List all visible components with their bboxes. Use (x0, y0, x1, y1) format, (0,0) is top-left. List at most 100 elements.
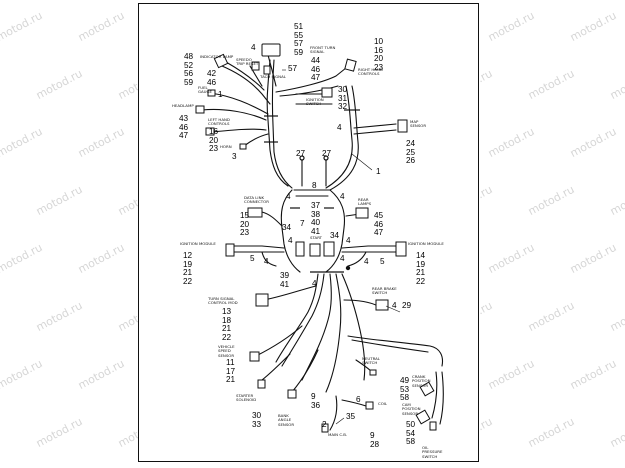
callout-top-four: 4 (251, 43, 256, 52)
leader-line (351, 153, 373, 171)
label-tach-signal: TACH SIGNAL (260, 74, 286, 79)
connector-main-cb (321, 423, 329, 433)
label-turn-signal-module: TURN SIGNAL CONTROL MOD (208, 296, 238, 306)
ground-point (323, 155, 329, 161)
callout-4-a: 4 (286, 192, 291, 201)
connector-start-c (323, 241, 335, 257)
connector-neutral (369, 369, 377, 376)
harness-branch (341, 245, 399, 249)
harness-branch (275, 273, 319, 363)
callout-4-h: 4 (312, 279, 317, 288)
connector-turn-module (255, 293, 269, 307)
harness-branch (221, 65, 271, 105)
label-ignition-module-left: IGNITION MODULE (180, 241, 216, 246)
connector-tach (263, 65, 271, 75)
label-crank-position-sensor: CRANK POSITION SENSOR (412, 374, 431, 388)
harness-branch (353, 123, 397, 129)
connector-dlc (247, 207, 263, 218)
harness-branch (261, 353, 291, 381)
label-indicator-lamp: INDICATOR LAMP (200, 54, 234, 59)
harness-branch (325, 85, 353, 189)
callout-8: 8 (312, 181, 317, 190)
label-vehicle-speed-sensor: VEHICLE SPEED SENSOR (218, 344, 235, 358)
harness-branch (266, 59, 289, 187)
connector-ignition-switch (321, 87, 333, 98)
harness-branch (280, 189, 301, 273)
harness-branch (353, 129, 397, 135)
connector-fuel (207, 89, 216, 97)
connector-oil (429, 421, 437, 431)
harness-branch (225, 61, 265, 91)
callout-2: 2 (322, 420, 327, 429)
harness-branch (261, 251, 277, 267)
label-ignition-switch: IGNITION SWITCH (306, 97, 324, 107)
connector-ign-right (395, 241, 407, 257)
label-main-cb: MAIN C.B. (328, 432, 348, 437)
label-start: START (310, 235, 323, 240)
harness-branch (329, 85, 359, 191)
label-front-turn-signal: FRONT TURN SIGNAL (310, 45, 336, 55)
harness-branch (271, 59, 293, 189)
harness-branch (281, 273, 325, 367)
connector-map (397, 119, 408, 133)
callout-rbs-29: 29 (402, 301, 412, 310)
harness-branch (211, 128, 267, 133)
connector-coil (365, 401, 374, 410)
harness-branch (325, 273, 342, 393)
callout-horn-3: 3 (232, 152, 237, 161)
label-headlamp: HEADLAMP (172, 103, 194, 108)
label-coil: COIL (378, 401, 388, 406)
harness-branch (431, 371, 438, 419)
label-fuel-gauge: FUEL GAUGE (198, 85, 212, 95)
callout-rbs-4: 4 (392, 301, 397, 310)
callout-7: 7 (300, 219, 305, 228)
label-left-hand-controls: LEFT HAND CONTROLS (208, 117, 230, 127)
connector-rear-brake (375, 299, 389, 311)
label-data-link-connector: DATA LINK CONNECTOR (244, 195, 269, 205)
callout-35: 35 (346, 412, 356, 421)
label-right-hand-controls: RIGHT HAND CONTROLS (358, 67, 383, 77)
harness-branch (347, 251, 367, 267)
callout-6: 6 (356, 395, 361, 404)
connector-starter (257, 379, 266, 389)
connector-start-a (295, 241, 305, 257)
leader-line (335, 417, 345, 425)
connector-speedo (251, 61, 260, 71)
callout-4-d: 4 (346, 236, 351, 245)
callout-tach-57: 57 (288, 64, 298, 73)
leader-line (385, 305, 401, 313)
connector-front-turn (344, 58, 357, 72)
connector-left-hand (205, 127, 215, 136)
label-oil-pressure-switch: OIL PRESSURE SWITCH (422, 445, 443, 459)
connector-headlamp (195, 105, 205, 114)
label-speedo-reset: SPEEDO TRIP RESET (236, 57, 259, 67)
harness-branch (291, 349, 319, 393)
callout-map-4: 4 (337, 123, 342, 132)
callout-4-e: 4 (264, 257, 269, 266)
callout-4-g: 4 (364, 257, 369, 266)
label-neutral-switch: NEUTRAL SWITCH (362, 356, 380, 366)
callout-4-c: 4 (288, 236, 293, 245)
junction-dot (345, 265, 351, 271)
callout-main-1: 1 (376, 167, 381, 176)
harness-branch (267, 54, 277, 87)
callout-5-b: 5 (380, 257, 385, 266)
label-starter-solenoid: STARTER SOLENOID (236, 393, 257, 403)
harness-branch (439, 371, 444, 425)
harness-branch (201, 108, 267, 121)
harness-branch (261, 211, 283, 227)
connector-indicator-lamp (213, 53, 229, 69)
